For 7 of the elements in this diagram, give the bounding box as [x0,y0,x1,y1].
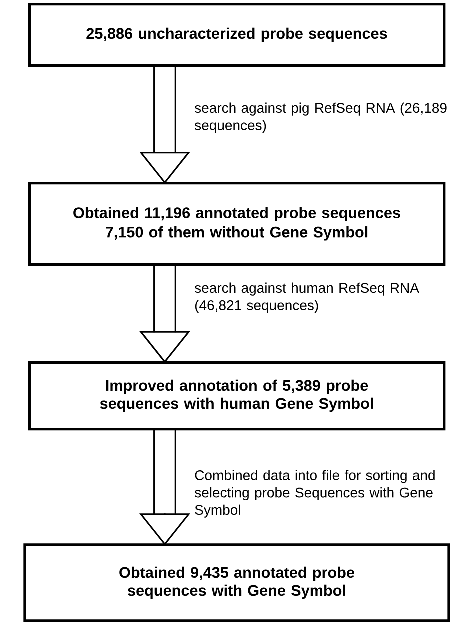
process-box: Obtained 9,435 annotated probe sequences with Gene Symbol [24,544,450,622]
process-box: Obtained 11,196 annotated probe sequences 7,150 of them without Gene Symbol [28,182,446,266]
edge-label: Combined data into file for sorting and selecting probe Sequences with Gene Symbol [195,470,435,518]
edge-label: search against human RefSeq RNA (46,821 sequences) [195,282,420,314]
process-box: Improved annotation of 5,389 probe sequences with human Gene Symbol [28,361,446,431]
process-box: 25,886 uncharacterized probe sequences [28,3,446,67]
edge-label: search against pig RefSeq RNA (26,189 sequences) [195,102,447,134]
